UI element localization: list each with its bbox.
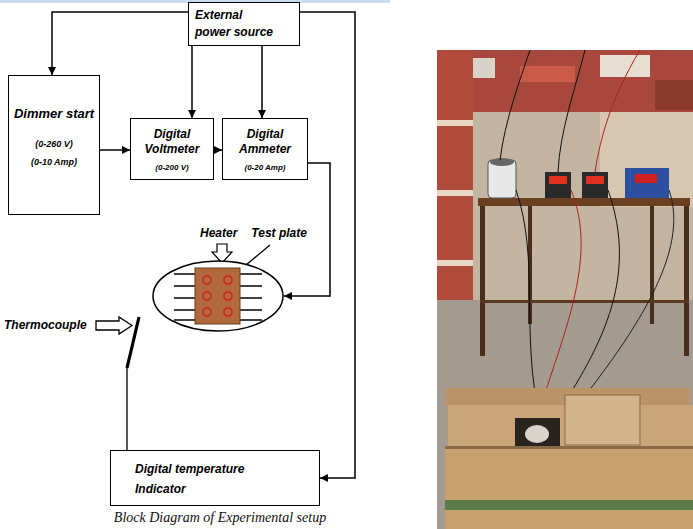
part-name: Heater: [200, 226, 237, 241]
dimmer-box: Dimmer start (0-260 V) (0-10 Amp): [8, 75, 100, 215]
box-label: Dimmer start: [13, 106, 95, 121]
thermocouple-spot: [203, 292, 211, 300]
label-row: Heater Test plate: [152, 226, 332, 241]
connector-arrow: [300, 12, 355, 478]
connector-arrow: [191, 46, 193, 118]
connector-arrow: [52, 12, 188, 75]
range-label: (0-20 Amp): [227, 160, 303, 175]
connector-arrow: [261, 46, 263, 118]
range-label: (0-10 Amp): [13, 155, 95, 170]
thermocouple-wire: [126, 368, 127, 450]
box-label: Digital Voltmeter: [135, 127, 209, 157]
thermocouple-spot: [224, 308, 232, 316]
figure-caption: Block Diagram of Experimental setup: [0, 510, 440, 526]
thermocouple-spot: [203, 308, 211, 316]
box-label: Digital Ammeter: [227, 127, 303, 157]
thermocouple-spot: [224, 292, 232, 300]
heater-ellipse: [152, 260, 284, 332]
heater-assembly: Heater Test plate: [152, 226, 332, 332]
photo: [437, 50, 693, 529]
power-source-box: External power source: [188, 2, 300, 46]
ammeter-box: Digital Ammeter (0-20 Amp): [222, 118, 308, 180]
thermocouple-spot: [203, 276, 211, 284]
range-label: (0-200 V): [135, 160, 209, 175]
hollow-arrow: [96, 317, 132, 334]
range-label: (0-260 V): [13, 137, 95, 152]
test-plate: [195, 268, 240, 324]
part-name: Thermocouple: [4, 318, 87, 333]
thermocouple-spot: [224, 276, 232, 284]
thermocouple-probe: [127, 317, 139, 368]
box-label: Digital temperature Indicator: [135, 459, 265, 499]
connector-arrow: [100, 149, 130, 151]
heater-outline: [153, 261, 283, 331]
box-label: External power source: [195, 7, 277, 41]
part-name: Test plate: [251, 226, 307, 241]
connector-arrow: [214, 149, 222, 151]
voltmeter-box: Digital Voltmeter (0-200 V): [130, 118, 214, 180]
hollow-arrow: [212, 244, 232, 263]
temperature-indicator-box: Digital temperature Indicator: [110, 450, 320, 506]
